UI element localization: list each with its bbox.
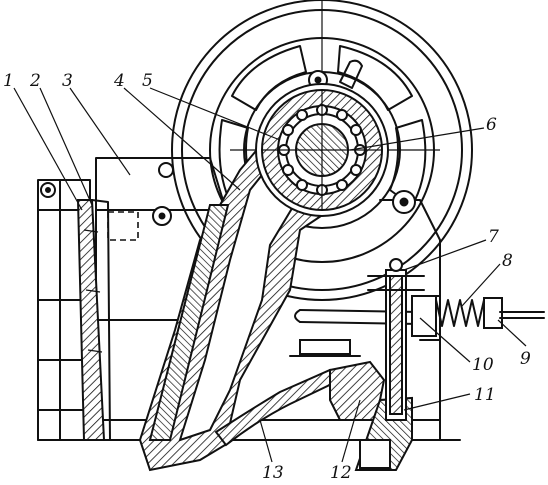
- spring-assembly: [367, 258, 545, 421]
- callout-8: 8: [502, 251, 513, 271]
- callout-2: 2: [29, 71, 41, 91]
- leader-11: [403, 393, 471, 411]
- callout-13: 13: [262, 463, 284, 483]
- callout-7: 7: [488, 227, 499, 247]
- bearing-balls: [278, 104, 366, 196]
- callout-9: 9: [520, 349, 531, 369]
- leader-12: [341, 399, 361, 463]
- callout-3: 3: [62, 71, 73, 91]
- callout-11: 11: [474, 385, 496, 405]
- callout-6: 6: [486, 115, 497, 135]
- leader-1: [13, 87, 83, 211]
- leader-7: [403, 239, 487, 271]
- leader-6: [349, 127, 485, 151]
- leader-4: [123, 87, 241, 191]
- fixed-jaw-plate: [76, 199, 111, 441]
- callout-labels: 1 2 3 4 5 6 7 8 9 10 11 12 13: [3, 71, 531, 483]
- eccentric-shaft-bearing: [255, 83, 389, 217]
- callout-5: 5: [142, 71, 153, 91]
- leader-3: [69, 87, 131, 176]
- callout-4: 4: [113, 71, 125, 91]
- leader-9: [497, 319, 527, 347]
- callout-10: 10: [472, 355, 494, 375]
- callout-12: 12: [330, 463, 352, 483]
- leader-2: [39, 87, 93, 206]
- leader-10: [419, 317, 471, 363]
- frame-pin: [392, 190, 416, 214]
- callout-1: 1: [3, 71, 14, 91]
- leader-8: [461, 263, 501, 307]
- callout-leaders: [13, 87, 527, 463]
- leader-5: [149, 87, 281, 141]
- leader-13: [259, 419, 273, 463]
